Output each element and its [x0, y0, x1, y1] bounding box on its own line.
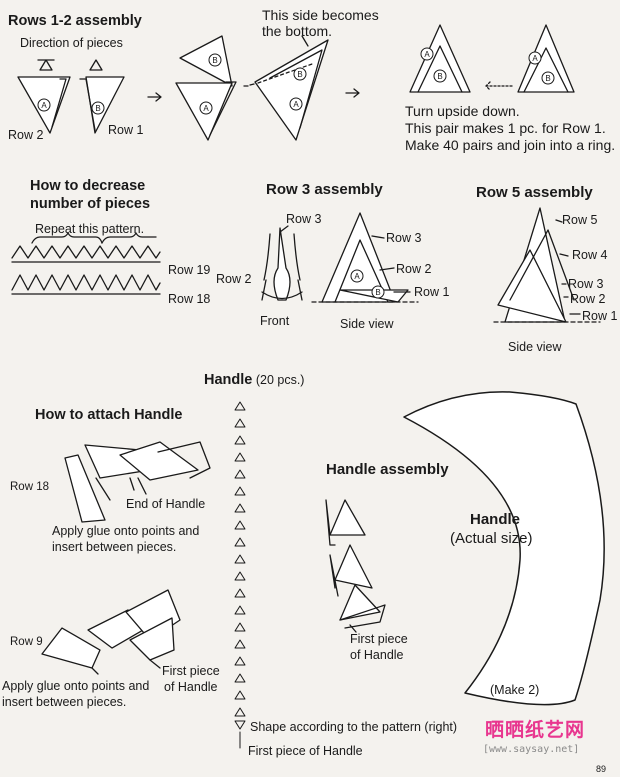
svg-text:B: B — [437, 72, 442, 81]
row3-pointer-a — [279, 225, 289, 233]
direction-label: Direction of pieces — [20, 36, 123, 50]
flip-note-1: Turn upside down. — [405, 103, 520, 119]
flip-note-3: Make 40 pairs and join into a ring. — [405, 137, 616, 153]
glue-note-2a: Apply glue onto points and — [2, 679, 150, 693]
note-pointer — [301, 35, 309, 47]
handle-assembly-sketch — [325, 499, 386, 633]
svg-text:A: A — [532, 54, 538, 63]
decrease-title-1: How to decrease — [30, 178, 146, 194]
svg-text:B: B — [95, 104, 100, 113]
row3-front — [261, 227, 303, 301]
svg-text:A: A — [41, 101, 47, 110]
marker-a-icon: A — [289, 97, 303, 111]
glue-note-1b: insert between pieces. — [52, 540, 177, 554]
pattern-subtitle: (Actual size) — [450, 530, 533, 547]
attach-row18: Row 18 — [10, 481, 49, 493]
marker-a-icon: A — [350, 269, 364, 283]
row3-side-row2: Row 2 — [396, 262, 432, 276]
svg-text:B: B — [297, 70, 302, 79]
make-two: (Make 2) — [490, 683, 540, 697]
first-piece-1b: of Handle — [164, 680, 218, 694]
glue-note-2b: insert between pieces. — [2, 695, 127, 709]
first-piece-2b: of Handle — [350, 648, 404, 662]
arrow-right-2 — [345, 88, 360, 98]
first-piece-bottom: First piece of Handle — [248, 744, 363, 758]
svg-text:B: B — [375, 288, 380, 297]
row5-r1: Row 1 — [582, 309, 618, 323]
row2-label: Row 2 — [8, 128, 44, 142]
row5-r4: Row 4 — [572, 248, 608, 262]
end-of-handle: End of Handle — [126, 497, 206, 511]
svg-text:A: A — [203, 104, 209, 113]
handle-pattern-outline — [403, 391, 605, 706]
shape-note: Shape according to the pattern (right) — [250, 720, 458, 734]
row5-r5: Row 5 — [562, 213, 598, 227]
marker-b-icon: B — [433, 69, 447, 83]
handle-heading-title: Handle — [204, 372, 253, 388]
handle-heading: Handle (20 pcs.) — [204, 372, 304, 389]
handle-triangles — [234, 401, 246, 749]
svg-text:A: A — [424, 50, 430, 59]
marker-b-icon: B — [541, 71, 555, 85]
row19-label: Row 19 — [168, 263, 211, 277]
svg-text:A: A — [293, 100, 299, 109]
marker-b-icon: B — [91, 101, 105, 115]
marker-a-icon: A — [420, 47, 434, 61]
decrease-title-2: number of pieces — [30, 196, 151, 212]
first-piece-1a: First piece — [162, 664, 220, 678]
attach-sketch-2 — [41, 589, 181, 675]
repeat-label: Repeat this pattern. — [35, 222, 145, 236]
row5-side — [493, 207, 601, 323]
watermark-url: [www.saysay.net] — [483, 744, 580, 755]
attach-sketch-1 — [64, 441, 211, 523]
rows12-title: Rows 1-2 assembly — [8, 13, 142, 29]
svg-text:A: A — [354, 272, 360, 281]
attach-row9: Row 9 — [10, 636, 43, 648]
row5-title: Row 5 assembly — [476, 184, 593, 201]
pattern-title: Handle — [470, 511, 521, 528]
row3-side — [311, 212, 419, 303]
marker-b-icon: B — [371, 285, 385, 299]
row3-front-label: Front — [260, 314, 290, 328]
svg-text:B: B — [212, 56, 217, 65]
handle-heading-count: (20 pcs.) — [255, 373, 305, 387]
row3-side-row1: Row 1 — [414, 285, 450, 299]
first-piece-2a: First piece — [350, 632, 408, 646]
page-number: 89 — [596, 764, 607, 774]
marker-a-icon: A — [199, 101, 213, 115]
row3-side-label: Side view — [340, 317, 394, 331]
row1-label: Row 1 — [108, 123, 144, 137]
marker-a-icon: A — [37, 98, 51, 112]
row5-r2: Row 2 — [570, 292, 606, 306]
arrow-right-1 — [147, 92, 162, 102]
attach-title: How to attach Handle — [35, 407, 183, 423]
rows12-side — [243, 39, 329, 141]
row3-side-row3: Row 3 — [386, 231, 422, 245]
svg-text:B: B — [545, 74, 550, 83]
bottom-note-2: the bottom. — [262, 23, 333, 39]
row18-label: Row 18 — [168, 292, 211, 306]
marker-b-icon: B — [293, 67, 307, 81]
row3-front-row2: Row 2 — [216, 272, 252, 286]
watermark-logo: 晒晒纸艺网 — [485, 719, 586, 741]
row5-side-label: Side view — [508, 340, 562, 354]
row5-r3: Row 3 — [568, 277, 604, 291]
row3-title: Row 3 assembly — [266, 181, 383, 198]
bottom-note-1: This side becomes — [262, 7, 379, 23]
handle-assembly-title: Handle assembly — [326, 461, 449, 478]
marker-b-icon: B — [208, 53, 222, 67]
flip-note-2: This pair makes 1 pc. for Row 1. — [405, 120, 606, 136]
decrease-pattern — [11, 232, 161, 295]
marker-a-icon: A — [528, 51, 542, 65]
row3-front-row3: Row 3 — [286, 212, 322, 226]
glue-note-1a: Apply glue onto points and — [52, 524, 200, 538]
